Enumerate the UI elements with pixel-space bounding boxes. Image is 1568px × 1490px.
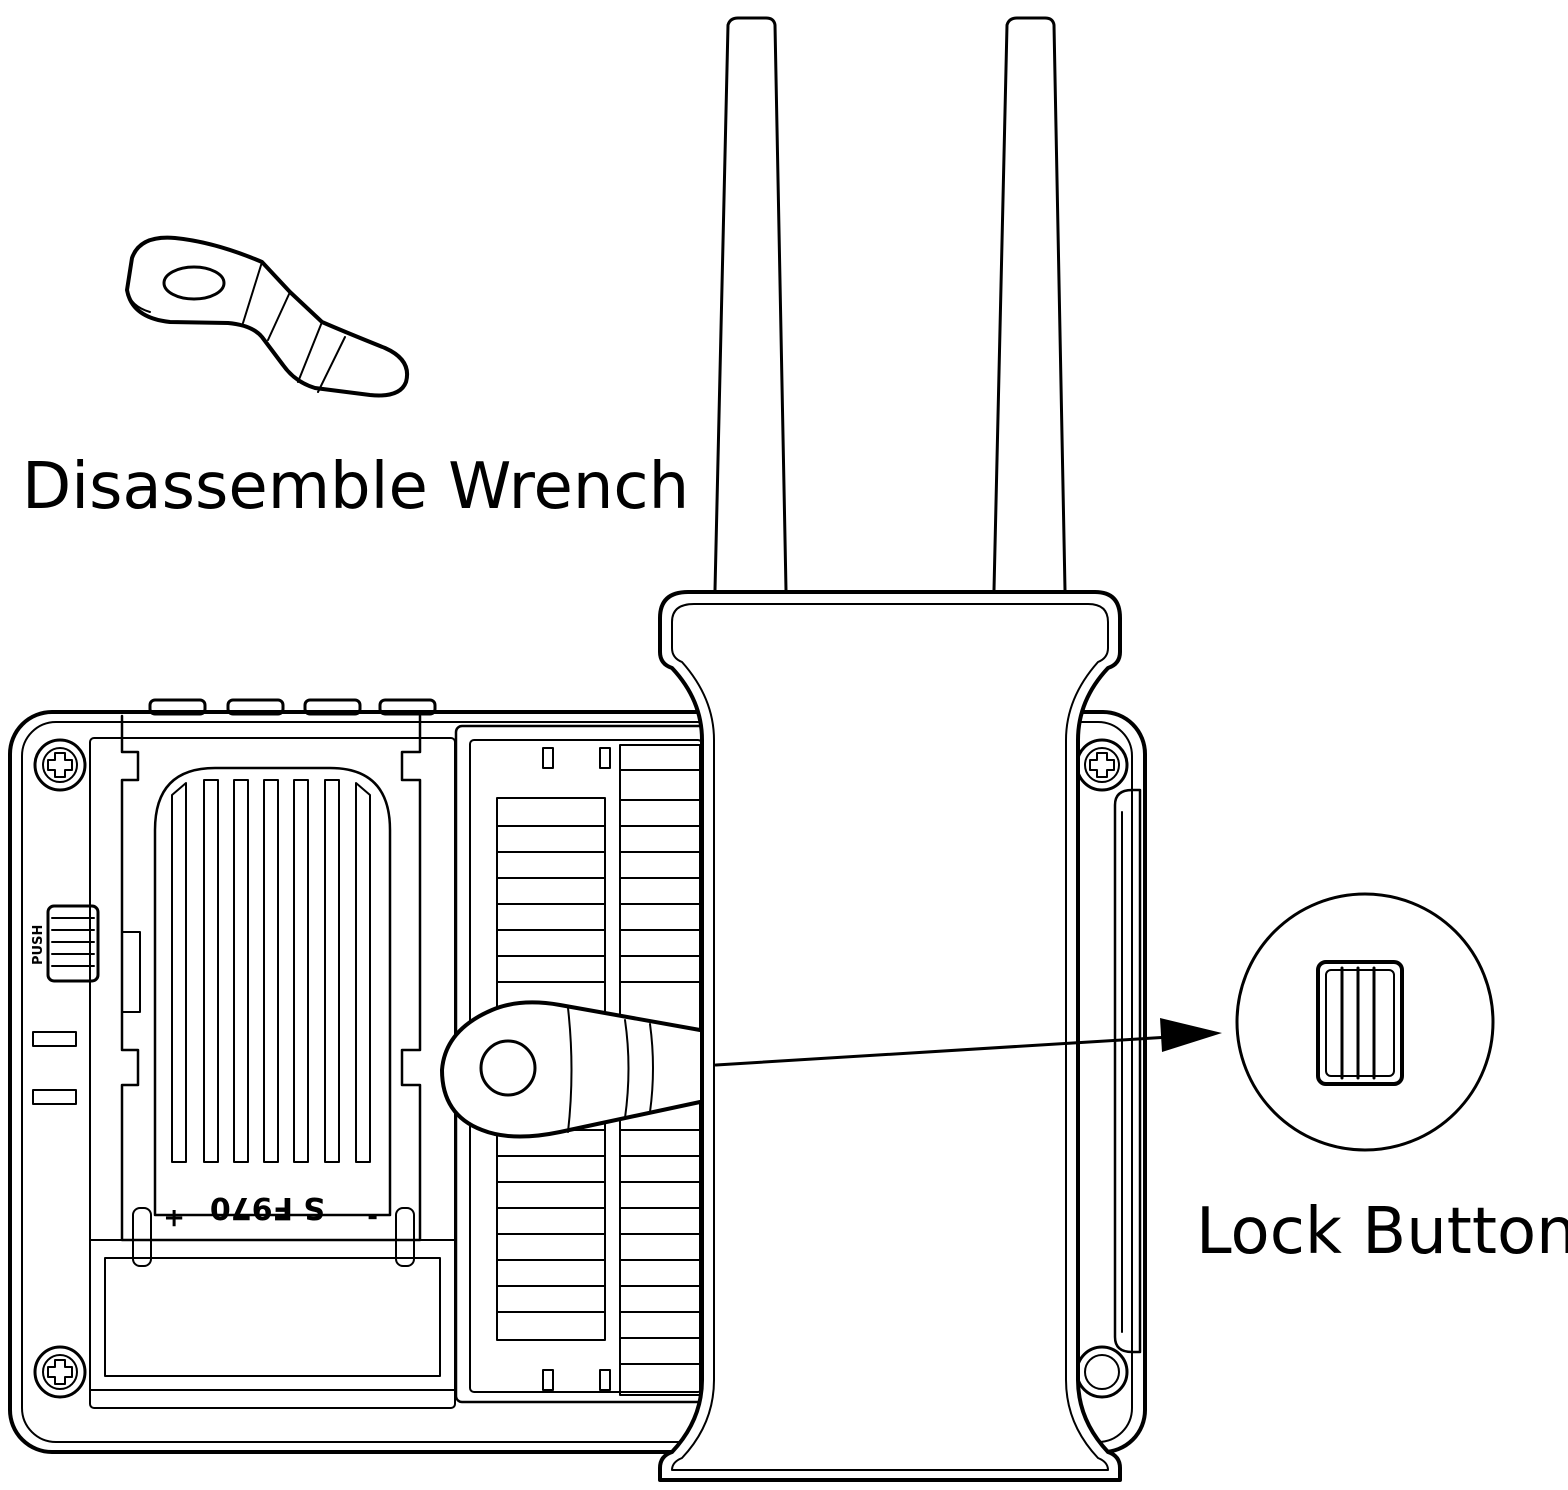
callout-arrow <box>714 1018 1222 1067</box>
screw-bottom-left <box>33 1345 87 1399</box>
top-button-4[interactable] <box>378 698 437 716</box>
battery-model-label: S F970 <box>210 1190 325 1225</box>
wrench-in-use <box>440 1000 702 1139</box>
top-button-2[interactable] <box>226 698 285 716</box>
lock-button-detail <box>1235 892 1495 1152</box>
side-slot-1 <box>32 1031 77 1047</box>
lock-button-label: Lock Button <box>1196 1195 1568 1269</box>
side-slot-2 <box>32 1089 77 1105</box>
transmitter-module <box>658 590 1122 1482</box>
push-label: PUSH <box>31 925 46 965</box>
push-release-button[interactable] <box>46 904 100 983</box>
screw-top-left <box>33 738 87 792</box>
top-button-3[interactable] <box>303 698 362 716</box>
battery-minus-label: - <box>367 1203 378 1233</box>
side-rail <box>1113 788 1142 1354</box>
screw-top-right <box>1075 738 1129 792</box>
lock-button[interactable] <box>1316 960 1404 1086</box>
wrench-illustration <box>125 235 409 398</box>
antenna-right <box>992 16 1067 592</box>
battery-plus-label: + <box>163 1203 185 1233</box>
top-button-1[interactable] <box>148 698 207 716</box>
antenna-left <box>713 16 788 592</box>
wrench-label: Disassemble Wrench <box>22 450 689 524</box>
battery-plate <box>89 714 456 1391</box>
screw-bottom-right <box>1075 1345 1129 1399</box>
